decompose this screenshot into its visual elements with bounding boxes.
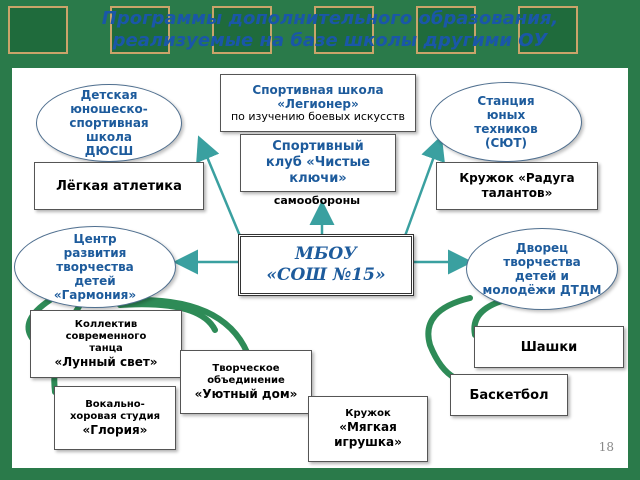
node-athletics: Лёгкая атлетика: [34, 162, 204, 210]
node-basketball-label: Баскетбол: [469, 387, 549, 403]
center-node-school: МБОУ «СОШ №15»: [238, 234, 414, 296]
decorative-border-left: [0, 0, 12, 480]
node-shashki-label: Шашки: [520, 339, 578, 355]
node-myagkaya-name: «Мягкая игрушка»: [334, 420, 402, 449]
decorative-border-right: [628, 0, 640, 480]
node-chistye-klyuchi: Спортивный клуб «Чистые ключи»: [240, 134, 396, 192]
chalkboard-icon: [110, 6, 170, 54]
node-syut-label: Станция юных техников (СЮТ): [474, 94, 538, 150]
chalkboard-icon: [416, 6, 476, 54]
center-node-line-1: МБОУ: [295, 244, 357, 264]
chalkboard-icon: [518, 6, 578, 54]
node-myagkaya: Кружок «Мягкая игрушка»: [308, 396, 428, 462]
node-lunny-svet: Коллектив современного танца «Лунный све…: [30, 310, 182, 378]
node-dyussh: Детская юношеско-спортивная школа ДЮСШ: [36, 84, 182, 162]
node-lunny-svet-desc: Коллектив современного танца: [65, 318, 147, 354]
decorative-border-bottom: [0, 468, 640, 480]
node-shashki: Шашки: [474, 326, 624, 368]
node-syut: Станция юных техников (СЮТ): [430, 82, 582, 162]
center-node-line-2: «СОШ №15»: [266, 265, 386, 285]
node-chistye-klyuchi-label: Спортивный клуб «Чистые ключи»: [265, 139, 371, 186]
node-raduga-label: Кружок «Радуга талантов»: [459, 171, 575, 200]
arrow-to-syut: [403, 135, 445, 237]
node-gloria: Вокально-хоровая студия «Глория»: [54, 386, 176, 450]
node-raduga: Кружок «Радуга талантов»: [436, 162, 598, 210]
arrow-to-dyussh: [196, 135, 242, 237]
node-basketball: Баскетбол: [450, 374, 568, 416]
node-myagkaya-desc: Кружок: [345, 408, 391, 419]
node-dtdm: Дворец творчества детей и молодёжи ДТДМ: [466, 228, 618, 310]
node-dtdm-label: Дворец творчества детей и молодёжи ДТДМ: [482, 241, 602, 297]
node-garmoniya: Центр развития творчества детей «Гармони…: [14, 226, 176, 308]
node-gloria-desc: Вокально-хоровая студия: [69, 398, 161, 422]
chalkboard-icon: [314, 6, 374, 54]
page-title: Программы дополнительного образования, р…: [30, 8, 630, 52]
node-dyussh-label: Детская юношеско-спортивная школа ДЮСШ: [69, 88, 149, 158]
title-line-1: Программы дополнительного образования,: [101, 8, 559, 29]
curve-to-basketball: [425, 295, 473, 381]
node-lunny-svet-name: «Лунный свет»: [54, 354, 158, 369]
node-legioner: Спортивная школа «Легионер» по изучению …: [220, 74, 416, 132]
chalkboard-icon: [8, 6, 68, 54]
node-uyutny-dom: Творческое объединение «Уютный дом»: [180, 350, 312, 414]
node-uyutny-dom-name: «Уютный дом»: [194, 386, 298, 401]
curve-to-uyutny-dom: [117, 301, 218, 333]
node-legioner-extra: самообороны: [273, 194, 361, 207]
title-line-2: реализуемые на базе школы другими ОУ: [112, 30, 548, 51]
page-number: 18: [598, 440, 614, 454]
chalkboard-icon: [212, 6, 272, 54]
node-garmoniya-label: Центр развития творчества детей «Гармони…: [53, 232, 137, 302]
node-legioner-subtitle: по изучению боевых искусств: [230, 110, 406, 123]
node-gloria-name: «Глория»: [82, 422, 148, 437]
node-legioner-title: Спортивная школа «Легионер»: [252, 83, 384, 111]
node-uyutny-dom-desc: Творческое объединение: [207, 362, 285, 386]
node-athletics-label: Лёгкая атлетика: [56, 178, 182, 194]
